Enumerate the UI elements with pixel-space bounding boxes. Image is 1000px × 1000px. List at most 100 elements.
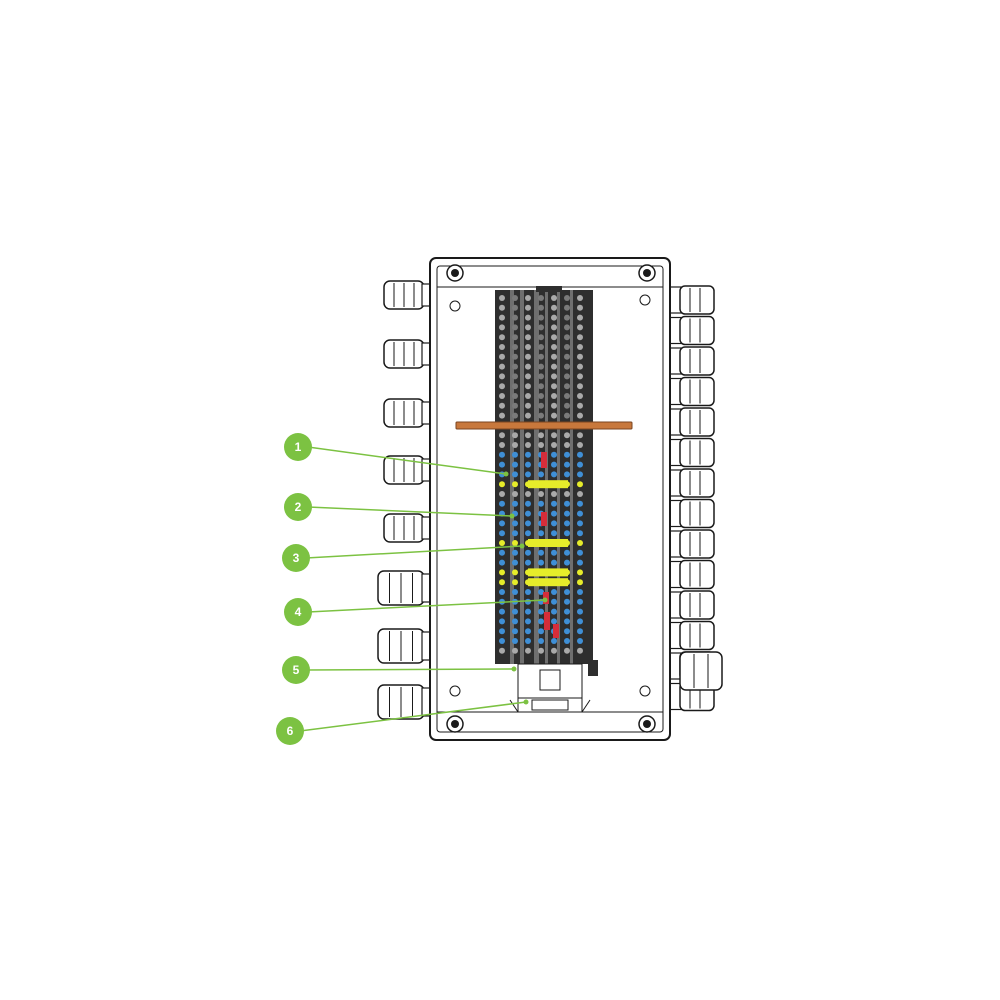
terminal-point bbox=[564, 500, 570, 507]
terminal-point bbox=[551, 491, 557, 497]
terminal-point bbox=[512, 618, 518, 625]
terminal-point bbox=[577, 491, 583, 497]
terminal-point bbox=[525, 412, 531, 419]
terminal-point bbox=[564, 559, 570, 566]
terminal-point bbox=[577, 500, 583, 507]
terminal-point bbox=[551, 559, 557, 566]
callout-number: 6 bbox=[287, 724, 294, 738]
callout-3: 3 bbox=[282, 543, 525, 572]
terminal-point bbox=[577, 373, 583, 380]
terminal-point bbox=[538, 638, 544, 644]
copper-busbar bbox=[455, 421, 633, 430]
terminal-point bbox=[512, 608, 518, 615]
terminal-point bbox=[512, 393, 518, 399]
terminal-point bbox=[512, 549, 518, 556]
terminal-point bbox=[577, 402, 583, 409]
terminal-point bbox=[551, 373, 557, 380]
terminal-point bbox=[499, 402, 505, 409]
terminal-point bbox=[577, 314, 583, 321]
earth-jumper bbox=[528, 578, 568, 587]
terminal-point bbox=[577, 393, 583, 399]
terminal-point bbox=[499, 295, 505, 301]
terminal-point bbox=[564, 344, 570, 350]
terminal-point bbox=[564, 295, 570, 301]
terminal-point bbox=[538, 373, 544, 380]
terminal-point bbox=[551, 461, 557, 468]
terminal-point bbox=[564, 618, 570, 625]
terminal-point bbox=[525, 647, 531, 654]
terminal-point bbox=[525, 344, 531, 350]
callout-leader-line bbox=[305, 545, 523, 559]
terminal-point bbox=[525, 500, 531, 507]
terminal-point bbox=[525, 334, 531, 341]
terminal-point bbox=[499, 579, 505, 586]
clamp-foot bbox=[531, 699, 569, 711]
terminal-point bbox=[577, 569, 583, 576]
terminal-point bbox=[538, 500, 544, 507]
terminal-point bbox=[525, 402, 531, 409]
terminal-point bbox=[577, 647, 583, 654]
callout-badge bbox=[284, 598, 312, 626]
terminal-point bbox=[538, 628, 544, 635]
terminal-point bbox=[525, 451, 531, 458]
terminal-point bbox=[577, 412, 583, 419]
terminal-point bbox=[538, 344, 544, 350]
terminal-point bbox=[551, 363, 557, 370]
cable-gland-icon bbox=[663, 407, 715, 437]
terminal-point bbox=[538, 589, 544, 595]
terminal-point bbox=[525, 393, 531, 399]
terminal-point bbox=[564, 598, 570, 605]
terminal-point bbox=[525, 491, 531, 497]
terminal-point bbox=[538, 618, 544, 625]
terminal-point bbox=[499, 363, 505, 370]
terminal-point bbox=[499, 334, 505, 341]
terminal-point bbox=[564, 608, 570, 615]
terminal-point bbox=[512, 559, 518, 566]
terminal-point bbox=[499, 540, 505, 546]
callout-number: 2 bbox=[295, 500, 302, 514]
clamp-edge-left bbox=[509, 699, 519, 713]
terminal-point bbox=[551, 314, 557, 321]
terminal-point bbox=[577, 579, 583, 586]
terminal-point bbox=[512, 353, 518, 360]
earth-jumper bbox=[528, 568, 568, 577]
terminal-point bbox=[512, 530, 518, 537]
terminal-point bbox=[564, 491, 570, 497]
terminal-point bbox=[525, 363, 531, 370]
terminal-point bbox=[512, 579, 518, 586]
terminal-point bbox=[512, 363, 518, 370]
earth-jumper bbox=[528, 539, 568, 547]
clamp-window bbox=[539, 669, 561, 691]
terminal-point bbox=[512, 491, 518, 497]
terminal-point bbox=[512, 471, 518, 478]
terminal-point bbox=[577, 549, 583, 556]
terminal-point bbox=[551, 520, 557, 527]
terminal-point bbox=[499, 481, 505, 488]
terminal-point bbox=[525, 295, 531, 301]
callout-leader-line bbox=[307, 506, 513, 517]
terminal-point bbox=[551, 442, 557, 448]
terminal-point bbox=[577, 432, 583, 439]
terminal-point bbox=[551, 412, 557, 419]
cable-gland-icon bbox=[663, 285, 715, 315]
terminal-point bbox=[525, 383, 531, 390]
terminal-point bbox=[551, 334, 557, 341]
mounting-hole-icon bbox=[449, 300, 461, 312]
red-marker bbox=[544, 612, 550, 630]
terminal-point bbox=[538, 442, 544, 448]
terminal-point bbox=[499, 569, 505, 576]
terminal-point bbox=[512, 569, 518, 576]
terminal-point bbox=[564, 461, 570, 468]
terminal-point bbox=[538, 559, 544, 566]
terminal-point bbox=[564, 393, 570, 399]
mounting-hole-icon bbox=[639, 685, 651, 697]
callout-anchor-dot bbox=[519, 543, 525, 549]
terminal-point bbox=[577, 344, 583, 350]
terminal-point bbox=[499, 353, 505, 360]
terminal-point bbox=[499, 618, 505, 625]
terminal-point bbox=[538, 549, 544, 556]
terminal-point bbox=[499, 373, 505, 380]
terminal-point bbox=[564, 647, 570, 654]
terminal-point bbox=[551, 618, 557, 625]
callout-anchor-dot bbox=[523, 699, 529, 705]
